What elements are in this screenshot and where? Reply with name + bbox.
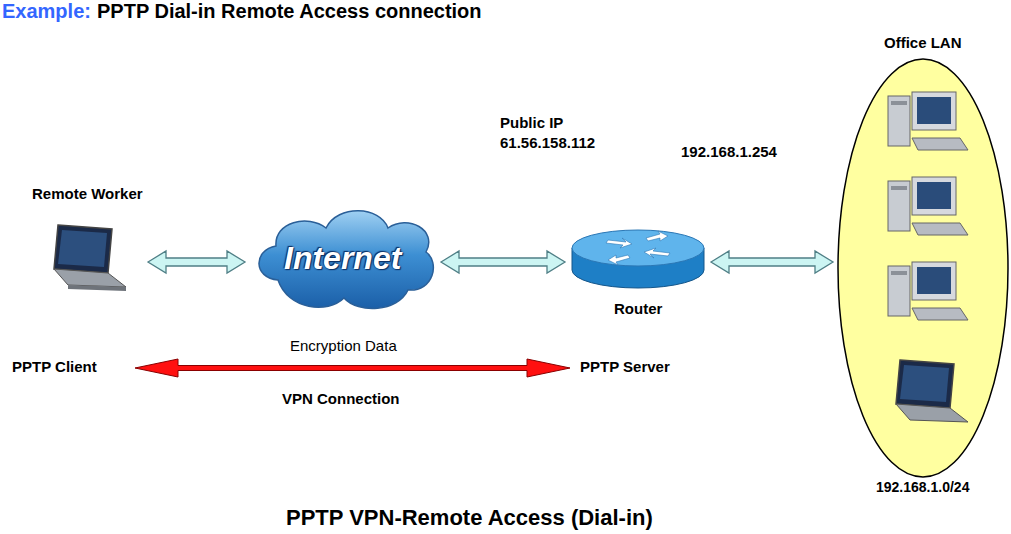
endpoint-label: PPTP Server — [580, 358, 670, 375]
office-lan-ellipse: Office LAN 192.168.1.0/24 — [836, 30, 1010, 500]
tunnel-label: VPN Connection — [282, 390, 400, 407]
link-arrow — [711, 251, 833, 273]
lan-ip-label: 192.168.1.254 — [681, 143, 777, 160]
endpoint-label: PPTP Client — [12, 358, 97, 375]
internet-cloud: Internet — [248, 200, 438, 318]
router-node: Router — [568, 228, 708, 328]
node-outline — [30, 185, 138, 305]
public-ip-label: Public IP 61.56.158.112 — [500, 113, 630, 153]
lan-heading: Office LAN — [884, 34, 962, 51]
remote-worker-laptop: Remote Worker — [30, 185, 145, 305]
cloud-label: Internet — [284, 240, 401, 277]
node-label: Router — [614, 300, 662, 317]
link-arrow — [148, 251, 245, 273]
diagram-caption: PPTP VPN-Remote Access (Dial-in) — [286, 505, 653, 531]
tunnel-label: Encryption Data — [290, 337, 397, 354]
subnet-label: 192.168.1.0/24 — [876, 479, 969, 495]
example-tag: Example: — [2, 0, 91, 23]
link-arrow — [441, 251, 565, 273]
diagram-title: PPTP Dial-in Remote Access connection — [97, 0, 482, 23]
node-outline — [836, 30, 1010, 500]
vpn-red-arrow — [135, 359, 570, 377]
node-label: Remote Worker — [32, 185, 143, 202]
